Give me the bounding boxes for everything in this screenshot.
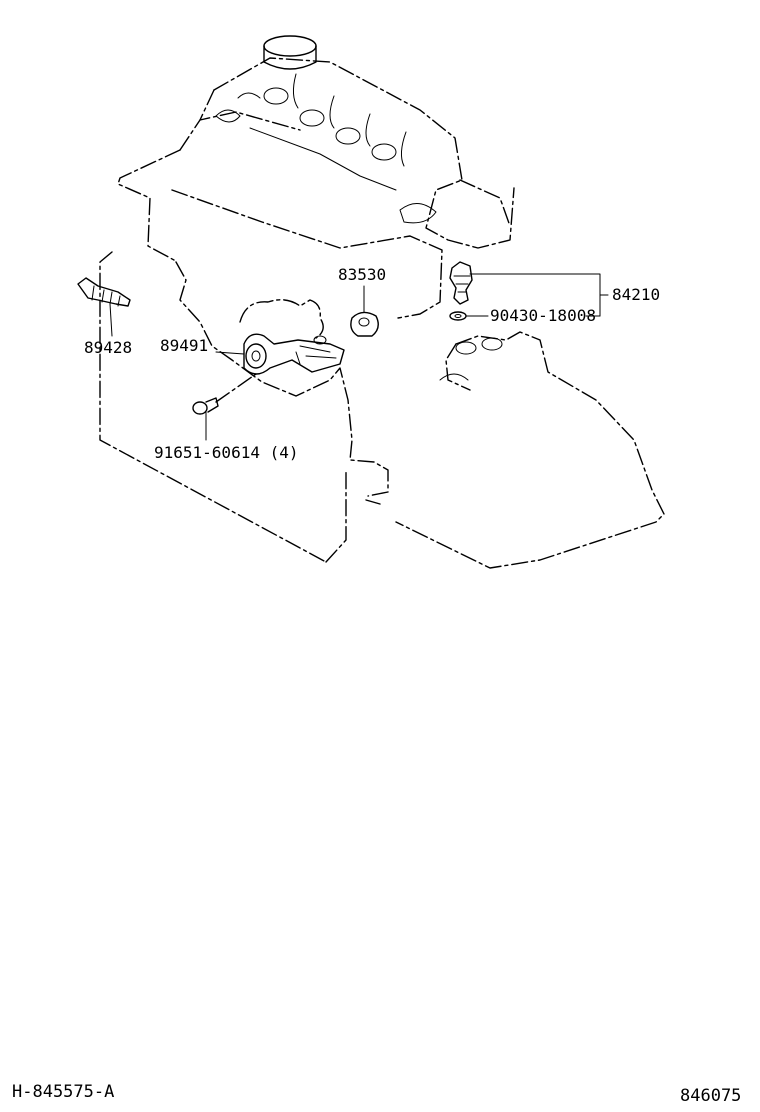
callout-91651-60614: 91651-60614 (4) bbox=[154, 443, 299, 462]
part-89491-bracket-shape bbox=[215, 299, 345, 375]
callout-89428: 89428 bbox=[84, 338, 132, 357]
drawing-code: H-845575-A bbox=[12, 1082, 114, 1102]
part-90430-gasket-shape bbox=[449, 311, 489, 321]
callout-89491: 89491 bbox=[160, 336, 208, 355]
engine-outline bbox=[99, 35, 515, 563]
callout-84210: 84210 bbox=[612, 285, 660, 304]
part-84210-sensor-shape bbox=[449, 261, 609, 317]
callout-90430-18008: 90430-18008 bbox=[490, 306, 596, 325]
transmission-outline bbox=[365, 331, 665, 569]
part-89428-sensor-shape bbox=[77, 277, 131, 337]
figure-number: 846075 bbox=[680, 1086, 741, 1106]
part-83530-switch-shape bbox=[350, 285, 379, 337]
callout-83530: 83530 bbox=[338, 265, 386, 284]
part-91651-bolt-shape bbox=[192, 373, 257, 441]
